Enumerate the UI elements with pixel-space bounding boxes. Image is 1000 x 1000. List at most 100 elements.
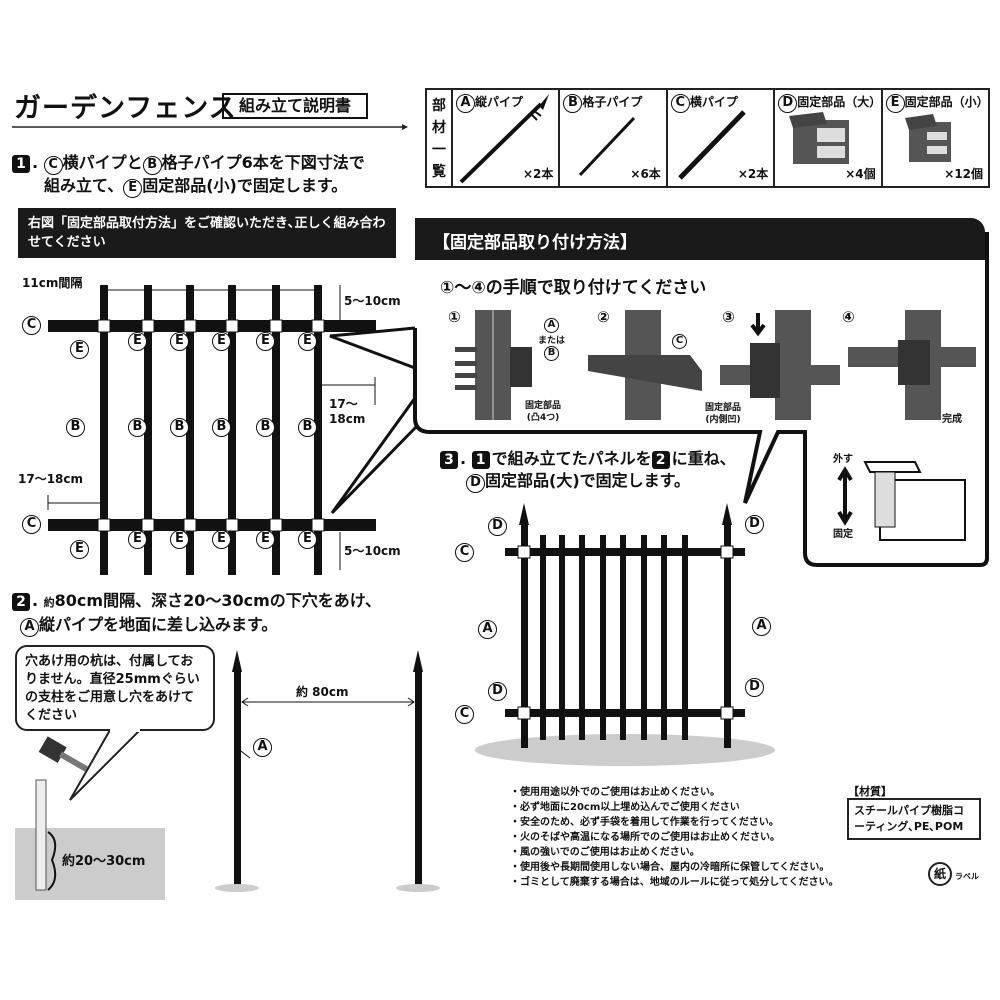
step1-illustration <box>455 310 532 420</box>
small-fixing-part <box>311 518 325 532</box>
part-mark: D <box>466 474 485 493</box>
heading-char: 覧 <box>432 164 446 180</box>
bottom-margin-label: 5〜10cm <box>344 544 401 558</box>
part-qty: ×2本 <box>737 167 769 181</box>
step-text: 横パイプと <box>62 153 143 172</box>
fixing-part-large-icon <box>789 112 850 164</box>
part-mark: C <box>43 156 63 175</box>
step-text: に重ね、 <box>671 449 736 468</box>
lattice-pipe <box>186 285 194 575</box>
label-d: D <box>488 682 507 701</box>
part-mark: B <box>142 156 162 175</box>
label-b: B <box>170 418 189 437</box>
part-name: 固定部品（小） <box>904 95 989 109</box>
part-mark: B <box>563 94 583 113</box>
step-mark: ③ <box>722 308 735 326</box>
fixing-part-small-icon <box>904 114 951 162</box>
part-mark: A <box>20 618 39 637</box>
part-qty: ×2本 <box>523 167 554 181</box>
vertical-pipe <box>724 520 731 748</box>
small-fixing-part <box>311 319 325 333</box>
part-name: 縦パイプ <box>475 95 524 109</box>
horizontal-pipe <box>505 709 745 717</box>
depth-label: 約20〜30cm <box>62 854 146 869</box>
label-a: A <box>478 620 497 639</box>
label-e: E <box>256 332 275 351</box>
step-ref: 1 <box>471 451 490 469</box>
step-text: 固定部品(大)で固定します。 <box>485 471 691 490</box>
large-fixing-part <box>517 545 531 559</box>
large-fixing-part <box>720 706 734 720</box>
step-text: で組み立てたパネルを <box>491 449 652 468</box>
lattice-pipe <box>540 535 546 740</box>
or-label: または <box>538 336 566 346</box>
small-fixing-part <box>141 518 155 532</box>
lattice-pipe <box>100 285 108 575</box>
small-fixing-part <box>183 518 197 532</box>
dimension-lines <box>47 377 376 510</box>
horizontal-pipe <box>505 548 745 556</box>
part-name: 格子パイプ <box>582 95 643 109</box>
vertical-pipe <box>521 520 528 748</box>
label-e: E <box>212 332 231 351</box>
lattice-pipe <box>559 535 565 740</box>
label-e: E <box>298 332 317 351</box>
label-e: E <box>170 332 189 351</box>
small-fixing-part <box>269 518 283 532</box>
s1-part-label: 固定部品(凸4つ) <box>525 400 561 424</box>
step-ref: 2 <box>651 451 670 469</box>
label-c: C <box>22 515 41 534</box>
part-mark: A <box>456 94 475 113</box>
panel-grid-diagram <box>47 285 376 575</box>
label-a: A <box>752 617 771 636</box>
caution-notes: ・使用用途以外でのご使用はお止めください。 ・必ず地面に20cm以上埋め込んでご… <box>510 785 839 890</box>
step-text: 80cm間隔、深さ20〜30cmの下穴をあけ、 <box>54 591 381 610</box>
side-right-label: 17〜 18cm <box>329 397 366 426</box>
part-qty: ×12個 <box>944 167 984 181</box>
part-mark: C <box>670 94 690 113</box>
lattice-pipe <box>144 285 152 575</box>
lattice-pipe <box>600 535 606 740</box>
howto-subtitle: ①〜④の手順で取り付けてください <box>440 278 707 298</box>
label-b: B <box>298 418 317 437</box>
step-mark: ② <box>597 308 610 326</box>
page-title: ガーデンフェンス <box>14 93 237 124</box>
notice-box: 右図「固定部品取付方法」をご確認いただき､正しく組み合わせてください <box>18 208 396 258</box>
heading-char: 一 <box>432 142 446 158</box>
part-mark: A <box>253 738 272 757</box>
fence-shadow <box>475 734 775 766</box>
lattice-pipe <box>228 285 236 575</box>
step2-illustration <box>588 310 702 420</box>
s3-part-label: 固定部品(内側凹) <box>705 402 741 426</box>
note-item: ・火のそばや高温になる場所でのご使用はお止めください。 <box>510 832 780 843</box>
part-mark: E <box>123 179 143 198</box>
label-e: E <box>256 530 275 549</box>
label-e: E <box>70 540 89 559</box>
note-item: ・風の強いでのご使用はお止めください。 <box>510 847 700 858</box>
lattice-pipe <box>620 535 626 740</box>
spacing-label: 11cm間隔 <box>22 276 83 290</box>
part-mark: B <box>544 346 559 361</box>
part-qty: ×4個 <box>845 167 876 181</box>
label-b: B <box>256 418 275 437</box>
part-qty: ×6本 <box>630 167 661 181</box>
part-mark: A <box>544 318 559 333</box>
small-fixing-part <box>97 518 111 532</box>
part-name: 固定部品（大） <box>797 95 882 109</box>
step4-illustration <box>848 310 976 420</box>
label-c: C <box>22 316 41 335</box>
heading-char: 部 <box>432 98 446 114</box>
label-b: B <box>66 418 85 437</box>
step-mark: ① <box>448 308 461 326</box>
pipe-tip <box>722 503 732 525</box>
large-fixing-part <box>517 706 531 720</box>
label-e: E <box>128 530 147 549</box>
label-c: C <box>455 543 474 562</box>
